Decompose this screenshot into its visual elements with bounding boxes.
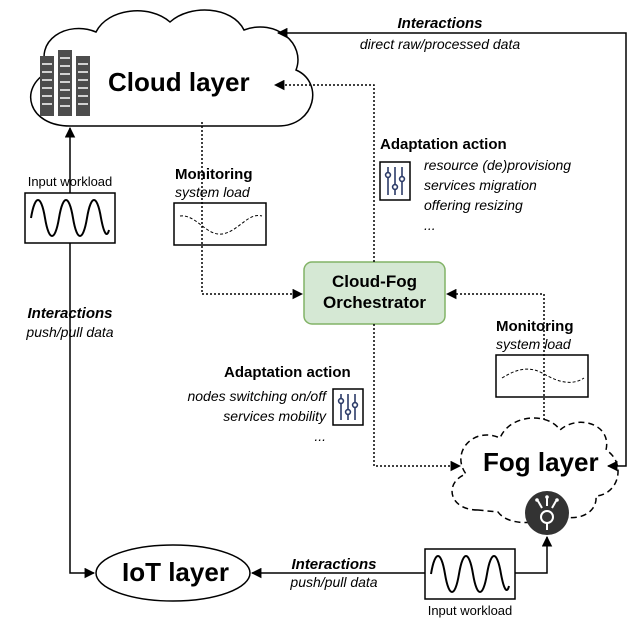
cloud-adaptation-title: Adaptation action (380, 136, 507, 153)
server-rack-icon (40, 50, 90, 116)
fog-adaptation-link (373, 324, 462, 472)
left-interactions-title: Interactions (27, 305, 113, 322)
orchestrator-line1: Cloud-Fog (332, 272, 417, 291)
cloud-adaptation-item: ... (424, 217, 436, 233)
orchestrator-line2: Orchestrator (323, 293, 426, 312)
iot-layer-label: IoT layer (122, 557, 229, 587)
iot-workload-label: Input workload (427, 603, 513, 618)
iot-layer-shape (95, 544, 251, 602)
fog-adaptation-item: services mobility (223, 408, 326, 424)
cloud-workload-wave (30, 199, 110, 237)
fog-layer-label: Fog layer (483, 447, 599, 477)
sliders-icon (332, 388, 364, 426)
cloud-adaptation-link (273, 79, 375, 262)
cloud-adaptation-item: offering resizing (424, 197, 523, 213)
top-interactions-subtitle: direct raw/processed data (359, 36, 521, 52)
fog-adaptation-title: Adaptation action (224, 364, 351, 381)
cloud-monitoring-title: Monitoring (175, 166, 253, 183)
fog-monitoring-link (445, 288, 545, 420)
bottom-interactions-subtitle: push/pull data (290, 574, 378, 590)
top-interaction-arrow (276, 27, 627, 472)
cloud-adaptation-item: services migration (424, 177, 537, 193)
bottom-interactions-title: Interactions (291, 556, 377, 573)
left-interaction-line (69, 243, 96, 579)
fog-monitoring-subtitle: system load (496, 336, 571, 352)
cloud-monitoring-subtitle: system load (175, 184, 250, 200)
fog-monitoring-title: Monitoring (496, 318, 574, 335)
left-interactions-subtitle: push/pull data (26, 324, 114, 340)
fog-adaptation-item: nodes switching on/off (187, 388, 326, 404)
fog-adaptation-item: ... (314, 428, 326, 444)
cloud-monitoring-wave (179, 215, 263, 235)
fog-node-icon (525, 491, 569, 535)
cloud-layer-label: Cloud layer (108, 67, 250, 97)
cloud-monitoring-box (173, 202, 267, 246)
iot-workload-wave (430, 555, 510, 593)
cloud-adaptation-item: resource (de)provisiong (424, 157, 572, 173)
cloud-workload-label: Input workload (27, 174, 113, 189)
sliders-icon (379, 161, 411, 201)
fog-monitoring-box (495, 354, 589, 398)
top-interactions-title: Interactions (397, 15, 483, 32)
cloud-monitoring-link (201, 122, 304, 300)
fog-workload-arrow (515, 535, 553, 574)
